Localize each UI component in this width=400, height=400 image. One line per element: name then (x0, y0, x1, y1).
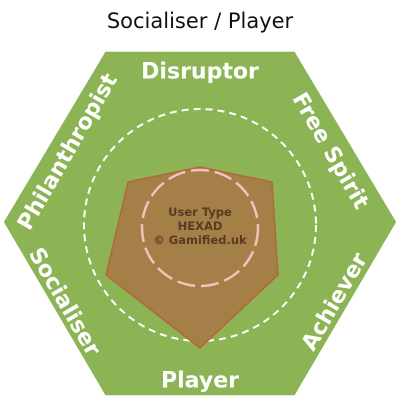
label-disruptor: Disruptor (141, 60, 259, 85)
center-line-3: © Gamified.uk (153, 233, 247, 247)
center-line-1: User Type (168, 205, 232, 219)
label-player: Player (161, 369, 239, 394)
profile-shape (105, 166, 279, 349)
center-line-2: HEXAD (178, 219, 223, 233)
inner-dashed-circle (140, 168, 260, 288)
page-title: Socialiser / Player (106, 9, 294, 33)
